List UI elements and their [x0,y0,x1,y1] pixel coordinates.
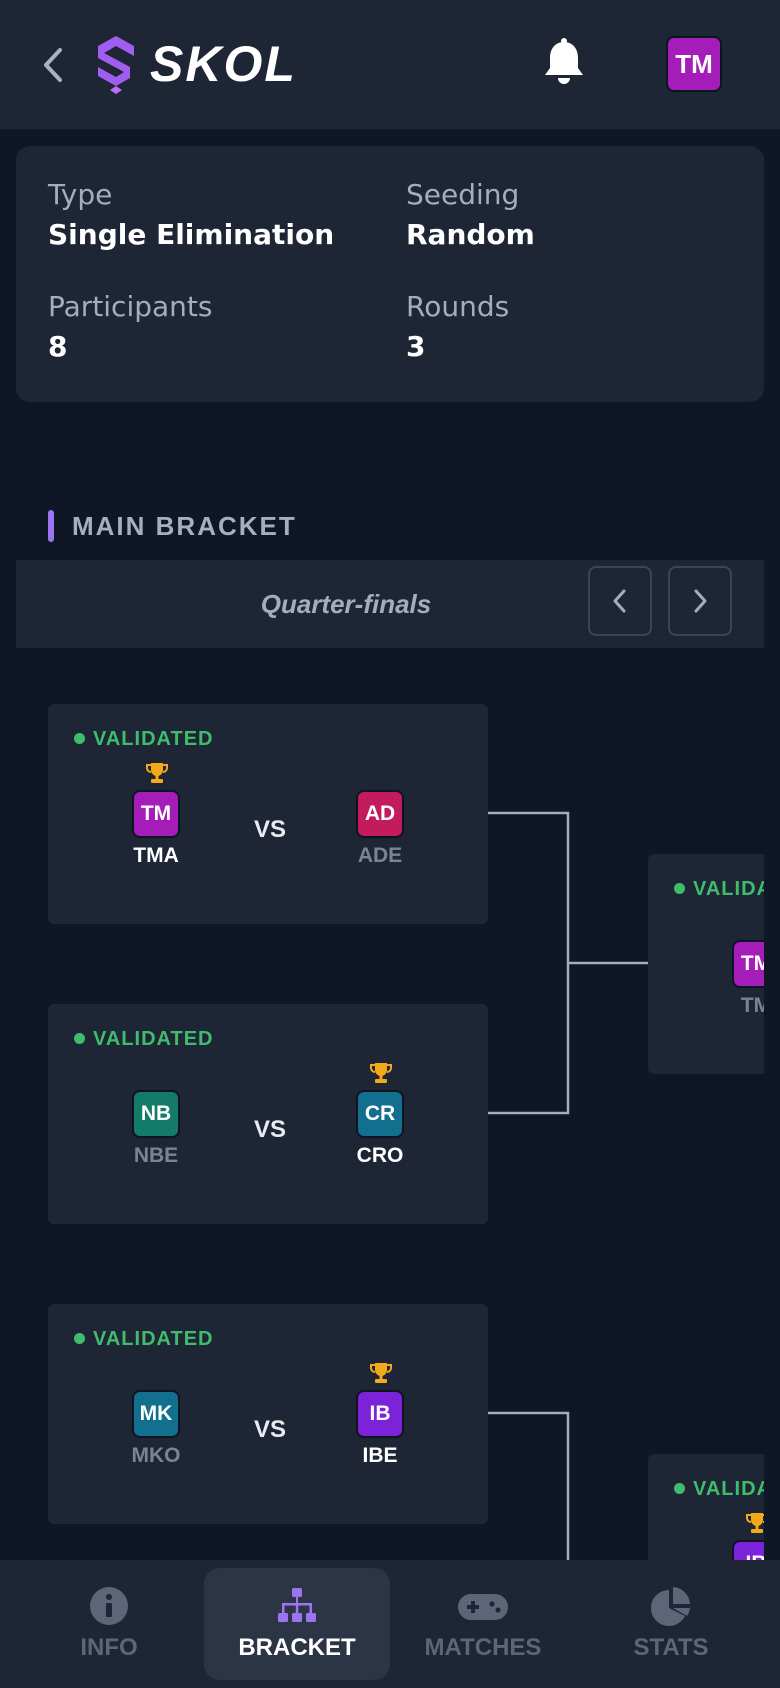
player-name: CRO [356,1144,404,1167]
match-status-label: VALIDATED [93,1028,214,1050]
match-status: VALIDA [674,1478,764,1501]
player-name: IBE [362,1444,398,1467]
semi-final-card[interactable]: VALIDA TM TM [648,854,764,1074]
seeding-value: Random [406,218,535,251]
versus-label: VS [254,1416,287,1443]
player-avatar: TM [132,790,180,838]
gamepad-icon [458,1594,508,1620]
bottom-tab-bar: INFO BRACKET MATCHES [0,1560,780,1688]
player-avatar: AD [356,790,404,838]
semi-final-card[interactable]: VALIDA IB [648,1454,764,1560]
match-status-label: VALIDATED [93,1328,214,1350]
status-dot [674,883,685,894]
player-avatar: MK [132,1390,180,1438]
player-name: TM [740,994,764,1017]
tab-bracket[interactable]: BRACKET [204,1568,390,1680]
player-avatar: CR [356,1090,404,1138]
next-round-clip: VALIDA IB [648,1454,764,1560]
previous-round-button[interactable] [588,566,652,636]
versus-label: VS [254,1116,287,1143]
tab-label: STATS [633,1634,709,1661]
tab-stats[interactable]: STATS [578,1568,764,1680]
player-name: NBE [133,1144,179,1167]
match-status: VALIDATED [74,1328,213,1351]
participants-label: Participants [48,290,213,323]
player-avatar: TM [732,940,764,988]
match-card[interactable]: VALIDATED NB NBE VS CR CRO [48,1004,488,1224]
notification-bell-icon[interactable] [542,38,586,86]
versus-label: VS [254,816,287,843]
tab-label: INFO [80,1634,138,1661]
app-header: SKOL TM [0,0,780,130]
tournament-info-card: Type Single Elimination Seeding Random P… [16,146,764,402]
chevron-right-icon [694,589,707,613]
match-card[interactable]: VALIDATED TM TMA VS AD ADE [48,704,488,924]
type-value: Single Elimination [48,218,335,251]
round-name: Quarter-finals [260,588,432,619]
section-title: MAIN BRACKET [72,511,297,541]
player-avatar: IB [356,1390,404,1438]
pie-chart-icon [651,1587,690,1626]
match-status: VALIDA [674,878,764,901]
tab-info[interactable]: INFO [16,1568,202,1680]
trophy-icon [370,1063,392,1083]
bracket-icon [278,1588,316,1622]
match-status-label: VALIDATED [93,728,214,750]
player-name: TMA [133,844,179,867]
trophy-icon [746,1513,764,1533]
match-status: VALIDATED [74,728,213,751]
trophy-icon [370,1363,392,1383]
status-dot [674,1483,685,1494]
back-arrow-icon[interactable] [36,42,70,88]
app-logo-text: SKOL [150,36,297,92]
status-dot [74,1033,85,1044]
player-avatar: IB [732,1540,764,1560]
match-status: VALIDATED [74,1028,213,1051]
bracket-connector-lines [488,811,648,1560]
section-accent-bar [48,510,54,542]
tab-label: BRACKET [238,1634,356,1661]
user-avatar[interactable]: TM [666,36,722,92]
participants-value: 8 [48,330,68,363]
seeding-label: Seeding [406,178,520,211]
player-name: MKO [131,1444,181,1467]
rounds-label: Rounds [406,290,510,323]
info-icon [90,1587,128,1625]
match-status-label: VALIDA [693,878,764,900]
tab-matches[interactable]: MATCHES [390,1568,576,1680]
next-round-clip: VALIDA TM TM [648,854,764,1074]
type-label: Type [48,178,113,211]
chevron-left-icon [613,589,626,613]
next-round-button[interactable] [668,566,732,636]
player-name: ADE [357,844,403,867]
rounds-value: 3 [406,330,426,363]
tab-label: MATCHES [424,1634,542,1661]
status-dot [74,733,85,744]
trophy-icon [146,763,168,783]
match-card[interactable]: VALIDATED MK MKO VS IB IBE [48,1304,488,1524]
status-dot [74,1333,85,1344]
skol-logo-icon [98,36,134,94]
round-navigator: Quarter-finals [16,560,764,648]
player-avatar: NB [132,1090,180,1138]
match-status-label: VALIDA [693,1478,764,1500]
